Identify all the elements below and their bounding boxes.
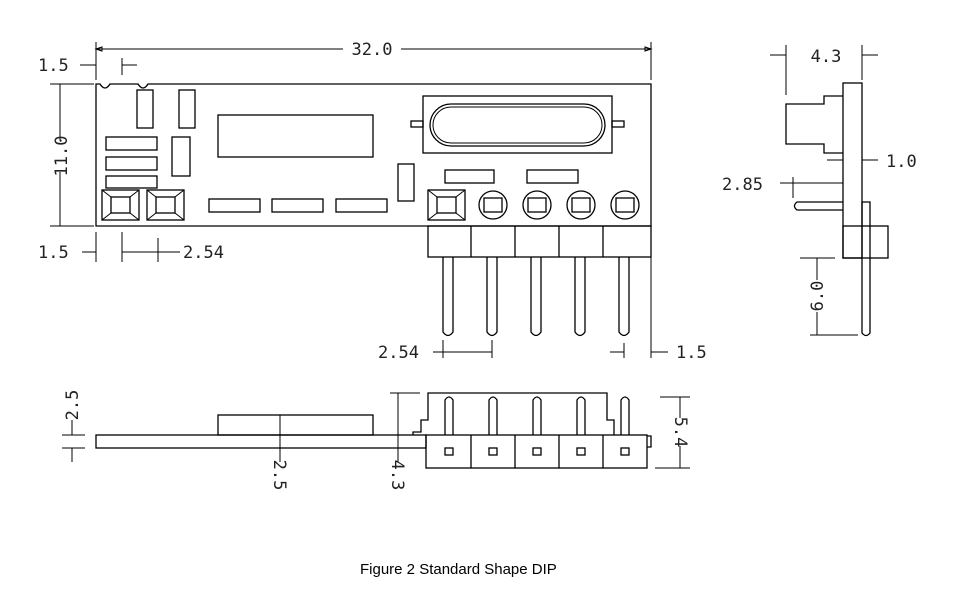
- dim-right-offset: 1.5: [676, 343, 707, 363]
- side-component: [785, 95, 843, 154]
- dim-pin-offset: 2.85: [722, 175, 763, 195]
- component: [105, 175, 158, 189]
- side-view: 4.3 1.0 2.85 6.0: [722, 45, 917, 337]
- pcb-board: [95, 83, 652, 227]
- square-pads: [101, 189, 466, 221]
- bottom-view: 2.5 2.5 4.3 5.4: [62, 390, 690, 491]
- component: [526, 169, 579, 184]
- component: [171, 136, 191, 177]
- bottom-component: [217, 414, 374, 436]
- component: [444, 169, 495, 184]
- dim-left-offset-bottom: 1.5: [38, 243, 69, 263]
- crystal-inner: [432, 106, 603, 144]
- bottom-header: [425, 434, 648, 469]
- front-view: 32.0 1.5 11.0 1.5 2.54 2.54 1.5: [38, 40, 707, 363]
- component: [335, 198, 388, 213]
- dim-side-width: 4.3: [811, 47, 842, 67]
- dim-height: 11.0: [52, 136, 72, 177]
- header-housing: [412, 392, 615, 435]
- component: [178, 89, 196, 129]
- round-pads: [478, 190, 640, 220]
- crystal-tab: [611, 120, 625, 128]
- component: [208, 198, 261, 213]
- component: [397, 163, 415, 202]
- component: [105, 156, 158, 171]
- dim-board-thickness: 1.0: [886, 152, 917, 172]
- header-holes: [444, 447, 630, 456]
- dim-left-offset-top: 1.5: [38, 56, 69, 76]
- component: [105, 136, 158, 151]
- side-board: [842, 82, 863, 259]
- dim-component-height: 2.5: [269, 460, 289, 491]
- side-header: [842, 225, 889, 259]
- component: [136, 89, 154, 129]
- ic-chip: [217, 114, 374, 158]
- component: [271, 198, 324, 213]
- figure-caption: Figure 2 Standard Shape DIP: [360, 561, 557, 578]
- crystal: [429, 103, 606, 147]
- dim-pin-length: 6.0: [808, 281, 828, 312]
- side-pin-vertical: [861, 201, 871, 337]
- pin-header: [427, 225, 652, 337]
- dim-header-height: 5.4: [670, 417, 690, 448]
- dim-bottom-left-thickness: 2.5: [63, 390, 83, 421]
- bottom-pins: [444, 396, 630, 435]
- crystal-tab: [410, 120, 424, 128]
- dim-pad-pitch-top: 2.54: [183, 243, 224, 263]
- dim-pin-pitch: 2.54: [378, 343, 419, 363]
- bottom-board: [95, 434, 427, 449]
- side-pin-horizontal: [793, 201, 843, 211]
- dim-top-length: 32.0: [352, 40, 393, 60]
- dim-overall-height: 4.3: [387, 460, 407, 491]
